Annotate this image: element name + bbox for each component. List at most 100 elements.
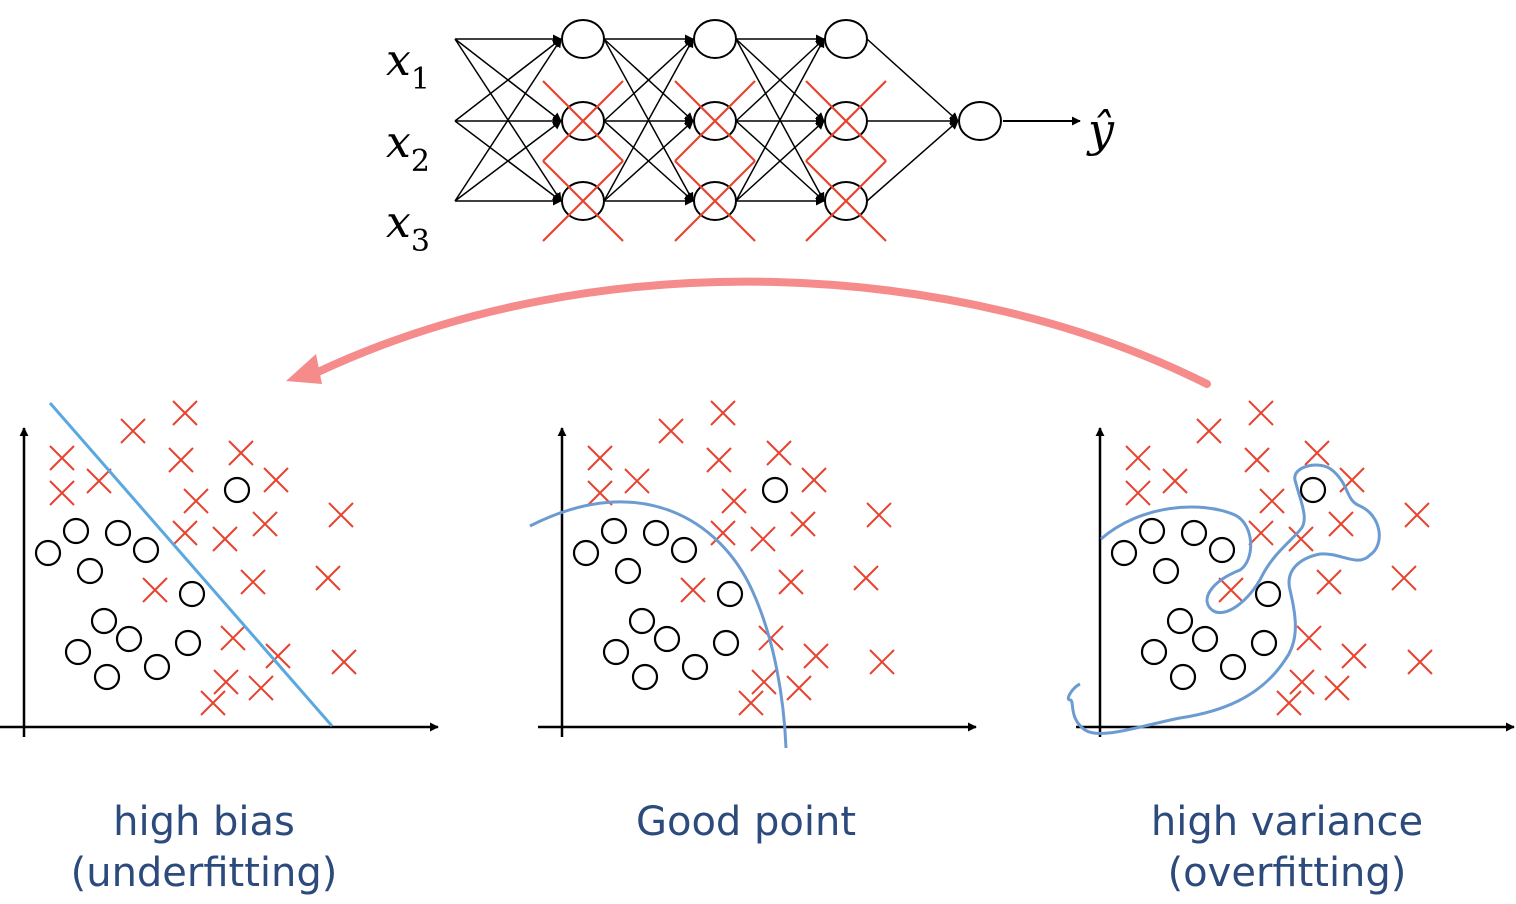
class-x-point bbox=[869, 649, 895, 675]
network-connections bbox=[454, 34, 959, 206]
dropout-cross bbox=[674, 160, 756, 242]
class-o-point bbox=[1250, 629, 1278, 657]
class-o-point bbox=[600, 517, 628, 545]
network-nodes bbox=[561, 19, 1002, 221]
class-o-point bbox=[1140, 638, 1168, 666]
class-x-point bbox=[750, 526, 776, 552]
cross-stroke bbox=[220, 625, 246, 651]
output-neuron bbox=[958, 101, 1002, 141]
cross-stroke bbox=[1162, 468, 1188, 494]
class-x-point bbox=[790, 511, 816, 537]
class-o-point bbox=[761, 476, 789, 504]
cross-stroke bbox=[1341, 643, 1367, 669]
hidden-neuron bbox=[824, 19, 868, 59]
class-x-point bbox=[706, 447, 732, 473]
class-x-point bbox=[1404, 502, 1430, 528]
cross-stroke bbox=[1404, 502, 1430, 528]
class-o-point bbox=[642, 519, 670, 547]
class-x-point bbox=[738, 690, 764, 716]
cross-stroke bbox=[1196, 418, 1222, 444]
class-x-point bbox=[786, 675, 812, 701]
cross-stroke bbox=[328, 502, 354, 528]
cross-stroke bbox=[658, 418, 684, 444]
cross-stroke bbox=[1244, 447, 1270, 473]
class-x-point bbox=[1289, 669, 1315, 695]
class-o-point bbox=[174, 629, 202, 657]
class-x-point bbox=[1341, 643, 1367, 669]
cross-stroke bbox=[706, 447, 732, 473]
dropout-cross bbox=[542, 160, 624, 242]
network-edge bbox=[735, 38, 825, 122]
cross-stroke bbox=[212, 526, 238, 552]
network-edge bbox=[735, 120, 825, 202]
input-x2-label: x2 bbox=[386, 117, 430, 179]
class-x-point bbox=[1196, 418, 1222, 444]
class-x-point bbox=[1296, 625, 1322, 651]
class-x-point bbox=[252, 511, 278, 537]
class-x-point bbox=[721, 488, 747, 514]
class-x-point bbox=[172, 400, 198, 426]
input-x1-label: x1 bbox=[386, 35, 430, 97]
cross-stroke bbox=[751, 669, 777, 695]
class-x-point bbox=[49, 480, 75, 506]
class-x-point bbox=[49, 445, 75, 471]
class-x-point bbox=[1125, 480, 1151, 506]
network-edge bbox=[603, 38, 694, 202]
class-x-point bbox=[1339, 467, 1365, 493]
class-x-point bbox=[1276, 690, 1302, 716]
cross-stroke bbox=[120, 418, 146, 444]
class-o-point bbox=[572, 539, 600, 567]
class-o-point bbox=[93, 663, 121, 691]
cross-stroke bbox=[172, 400, 198, 426]
cross-stroke bbox=[1324, 675, 1350, 701]
class-o-point bbox=[653, 625, 681, 653]
input-x3-label: x3 bbox=[386, 197, 430, 259]
neural-network: x1 x2 x3 ŷ bbox=[386, 19, 1115, 259]
class-o-point bbox=[132, 536, 160, 564]
fit-panels bbox=[0, 400, 1515, 737]
class-o-point bbox=[1180, 519, 1208, 547]
goodfit-boundary-curve bbox=[529, 500, 788, 749]
class-x-point bbox=[1218, 577, 1244, 603]
class-x-point bbox=[803, 643, 829, 669]
class-x-point bbox=[1304, 440, 1330, 466]
cross-stroke bbox=[331, 649, 357, 675]
class-o-point bbox=[64, 638, 92, 666]
class-x-point bbox=[1407, 649, 1433, 675]
cross-stroke bbox=[587, 445, 613, 471]
class-o-point bbox=[1138, 517, 1166, 545]
cross-stroke bbox=[721, 488, 747, 514]
class-o-point bbox=[628, 607, 656, 635]
class-x-point bbox=[1391, 565, 1417, 591]
cross-stroke bbox=[1316, 569, 1342, 595]
class-o-point bbox=[34, 539, 62, 567]
class-o-point bbox=[712, 629, 740, 657]
class-o-point bbox=[631, 663, 659, 691]
class-x-point bbox=[240, 569, 266, 595]
caption-overfitting: (overfitting) bbox=[1168, 850, 1407, 896]
cross-stroke bbox=[248, 675, 274, 701]
cross-stroke bbox=[183, 488, 209, 514]
class-o-point bbox=[681, 653, 709, 681]
overfit-boundary-curve bbox=[1066, 463, 1381, 735]
cross-stroke bbox=[750, 526, 776, 552]
cross-stroke bbox=[240, 569, 266, 595]
network-edge bbox=[603, 120, 694, 202]
cross-stroke bbox=[1407, 649, 1433, 675]
cross-stroke bbox=[803, 643, 829, 669]
network-edge bbox=[454, 120, 562, 202]
cross-stroke bbox=[790, 511, 816, 537]
class-x-point bbox=[183, 488, 209, 514]
class-o-point bbox=[90, 607, 118, 635]
underfit-boundary-line bbox=[48, 402, 334, 727]
class-x-point bbox=[624, 468, 650, 494]
scatter-panel-2 bbox=[538, 400, 977, 737]
cross-stroke bbox=[710, 400, 736, 426]
cross-stroke bbox=[869, 649, 895, 675]
regularization-arrow bbox=[286, 277, 1211, 388]
class-o-point bbox=[1219, 653, 1247, 681]
cross-stroke bbox=[1276, 690, 1302, 716]
cross-stroke bbox=[49, 445, 75, 471]
class-x-point bbox=[1316, 569, 1342, 595]
